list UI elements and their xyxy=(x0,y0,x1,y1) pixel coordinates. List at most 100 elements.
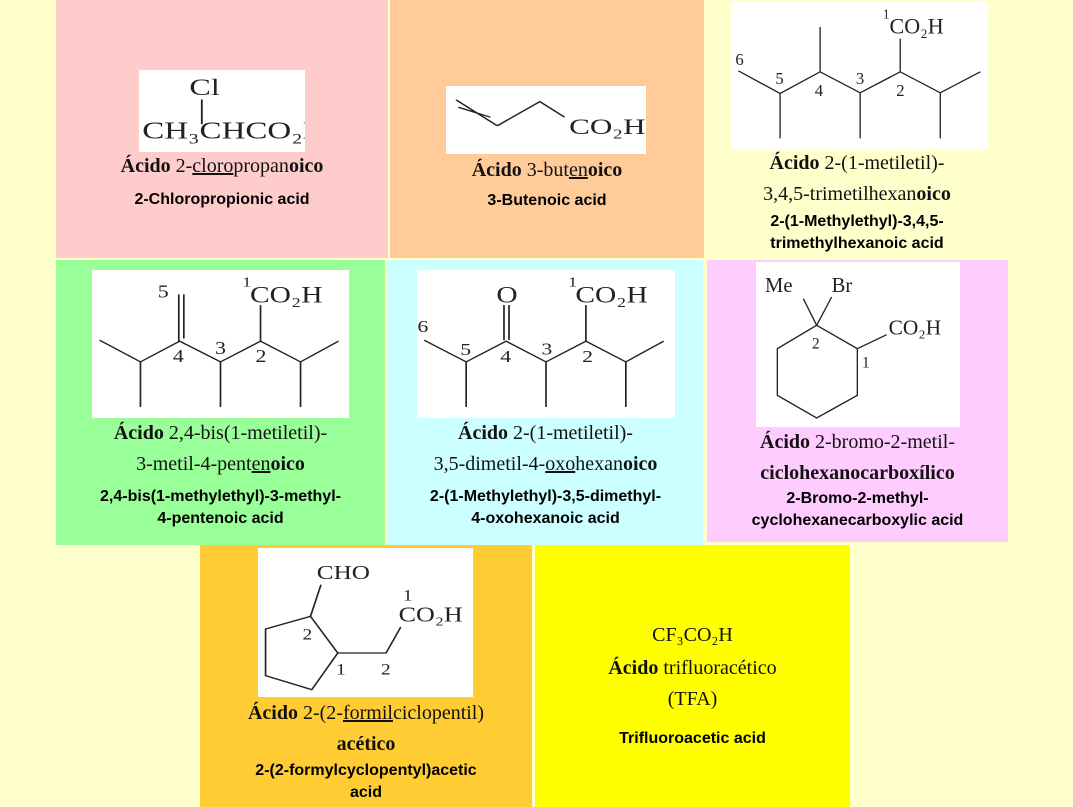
spanish-name: Ácido 2,4-bis(1-metiletil)-3-metil-4-pen… xyxy=(56,418,385,480)
english-name: 2-(1-Methylethyl)-3,5-dimethyl- 4-oxohexa… xyxy=(388,486,703,530)
locant-5: 5 xyxy=(158,283,169,302)
structure-bromomethylcyclohexanecarboxylic-acid: Me Br CO₂H 2 1 xyxy=(756,262,960,427)
formula-label: CH₃CHCO₂H xyxy=(142,118,305,145)
carboxyl-label: CO₂H xyxy=(889,316,941,340)
underlined-segment: formil xyxy=(342,702,393,724)
locant-2: 2 xyxy=(582,347,593,366)
name-segment: 2-bromo-2-metil- xyxy=(810,431,955,453)
bold-segment: Ácido xyxy=(247,702,298,724)
bold-segment: Ácido xyxy=(113,422,164,444)
structure-oxohexanoic-acid: O 6 5 4 3 2 1 CO₂H xyxy=(417,270,675,418)
chlorine-label: Cl xyxy=(189,75,220,101)
name-segment: propan xyxy=(233,155,289,177)
spanish-name: Ácido 3-butenoico xyxy=(390,155,704,186)
english-name-line: Trifluoroacetic acid xyxy=(619,730,766,747)
locant-acid-2: 2 xyxy=(381,661,391,679)
english-name-line: 2,4-bis(1-methylethyl)-3-methyl- xyxy=(100,488,341,505)
locant-1: 1 xyxy=(568,275,577,290)
name-line: ciclohexanocarboxílico xyxy=(707,458,1008,489)
locant-4: 4 xyxy=(500,347,511,366)
name-segment: 3,5-dimetil-4- xyxy=(433,453,546,475)
bold-segment: ciclohexanocarboxílico xyxy=(760,462,955,484)
locant-5: 5 xyxy=(775,69,783,88)
locant-5: 5 xyxy=(460,340,471,359)
bold-segment: oico xyxy=(622,453,658,475)
locant-acid-1: 1 xyxy=(403,587,413,605)
card-trifluoroacetic-acid xyxy=(535,545,850,807)
locant-3: 3 xyxy=(215,339,226,358)
locant-6: 6 xyxy=(417,317,428,336)
locant-1: 1 xyxy=(862,354,870,371)
english-name: Trifluoroacetic acid xyxy=(535,728,850,750)
bold-segment: oico xyxy=(916,183,951,205)
methyl-label: Me xyxy=(765,275,793,297)
english-name-line: 4-oxohexanoic acid xyxy=(471,510,620,527)
name-line: Ácido 2-(2-formilciclopentil) xyxy=(200,698,532,729)
english-name: 2-(2-formylcyclopentyl)acetic acid xyxy=(200,760,532,804)
structure-formylcyclopentylacetic-acid: CHO 1 CO₂H 2 1 2 xyxy=(258,548,473,697)
name-line: 3,4,5-trimetilhexanoico xyxy=(706,179,1008,210)
locant-4: 4 xyxy=(815,81,824,100)
spanish-name: Ácido 2-(2-formilciclopentil) acético xyxy=(200,698,532,760)
english-name-line: acid xyxy=(349,784,382,801)
english-name-line: 2-(1-Methylethyl)-3,4,5- xyxy=(770,213,944,230)
formula-cf3co2h: CF₃CO₂H xyxy=(652,624,733,646)
name-line: Ácido 2-bromo-2-metil- xyxy=(707,427,1008,458)
bold-segment: oico xyxy=(587,159,623,181)
name-segment: ciclopentil) xyxy=(392,702,485,724)
locant-2: 2 xyxy=(812,336,820,353)
bold-segment: oico xyxy=(288,155,324,177)
name-segment: hexan xyxy=(575,453,623,475)
name-line: Ácido 2-cloropropanoico xyxy=(56,151,388,182)
english-name-line: 2-(1-Methylethyl)-3,5-dimethyl- xyxy=(429,488,662,505)
carboxyl-label: CO₂H xyxy=(575,282,647,308)
underlined-segment: en xyxy=(251,453,271,475)
locant-1: 1 xyxy=(883,7,890,22)
spanish-name: Ácido 2-cloropropanoico xyxy=(56,151,388,182)
spanish-name: Ácido trifluoracético(TFA) xyxy=(535,653,850,715)
locant-1: 1 xyxy=(336,661,346,679)
structure-pentenoic-acid: 5 4 3 2 1 CO₂H xyxy=(92,270,349,418)
spanish-name: Ácido 2-(1-metiletil)-3,4,5-trimetilhexa… xyxy=(706,148,1008,210)
locant-2: 2 xyxy=(303,626,313,644)
name-line: (TFA) xyxy=(535,684,850,715)
english-name-line: cyclohexanecarboxylic acid xyxy=(751,512,964,529)
locant-3: 3 xyxy=(541,340,552,359)
spanish-name: Ácido 2-(1-metiletil)-3,5-dimetil-4-oxoh… xyxy=(388,418,703,480)
name-segment: 2-(1-metiletil)- xyxy=(819,152,945,174)
bold-segment: Ácido xyxy=(471,159,522,181)
name-segment: 2,4-bis(1-metiletil)- xyxy=(163,422,328,444)
locant-2: 2 xyxy=(896,81,904,100)
locant-1: 1 xyxy=(242,275,251,290)
carboxyl-label: CO₂H xyxy=(250,282,323,308)
english-name: 2-Chloropropionic acid xyxy=(56,189,388,211)
underlined-segment: oxo xyxy=(545,453,576,475)
name-line: 3,5-dimetil-4-oxohexanoico xyxy=(388,449,703,480)
bold-segment: acético xyxy=(336,733,396,755)
english-name-line: 4-pentenoic acid xyxy=(157,510,284,527)
formyl-label: CHO xyxy=(317,561,370,583)
name-segment: trifluoracético xyxy=(658,657,777,679)
name-line: acético xyxy=(200,729,532,760)
bold-segment: Ácido xyxy=(760,431,811,453)
english-name-line: 2-Bromo-2-methyl- xyxy=(786,490,929,507)
name-line: Ácido 2-(1-metiletil)- xyxy=(388,418,703,449)
english-name: 2-Bromo-2-methyl-cyclohexanecarboxylic a… xyxy=(707,488,1008,532)
name-line: 3-metil-4-pentenoico xyxy=(56,449,385,480)
oxygen-label: O xyxy=(496,282,517,308)
name-line: Ácido trifluoracético xyxy=(535,653,850,684)
name-segment: 2-(2- xyxy=(297,702,343,724)
english-name-line: trimethylhexanoic acid xyxy=(770,235,944,252)
carboxyl-label: CO₂H xyxy=(569,114,646,139)
english-name-line: 3-Butenoic acid xyxy=(487,192,607,209)
bold-segment: Ácido xyxy=(608,657,659,679)
english-name-line: 2-(2-formylcyclopentyl)acetic xyxy=(255,762,477,779)
bold-segment: Ácido xyxy=(120,155,171,177)
name-line: Ácido 2,4-bis(1-metiletil)- xyxy=(56,418,385,449)
name-segment: 2-(1-metiletil)- xyxy=(508,422,633,444)
bold-segment: oico xyxy=(270,453,305,475)
name-line: Ácido 3-butenoico xyxy=(390,155,704,186)
structure-3-butenoic-acid: CO₂H xyxy=(446,86,646,154)
english-name: 2-(1-Methylethyl)-3,4,5- trimethylhexanoi… xyxy=(706,211,1008,255)
name-segment: 3-metil-4-pent xyxy=(136,453,252,475)
